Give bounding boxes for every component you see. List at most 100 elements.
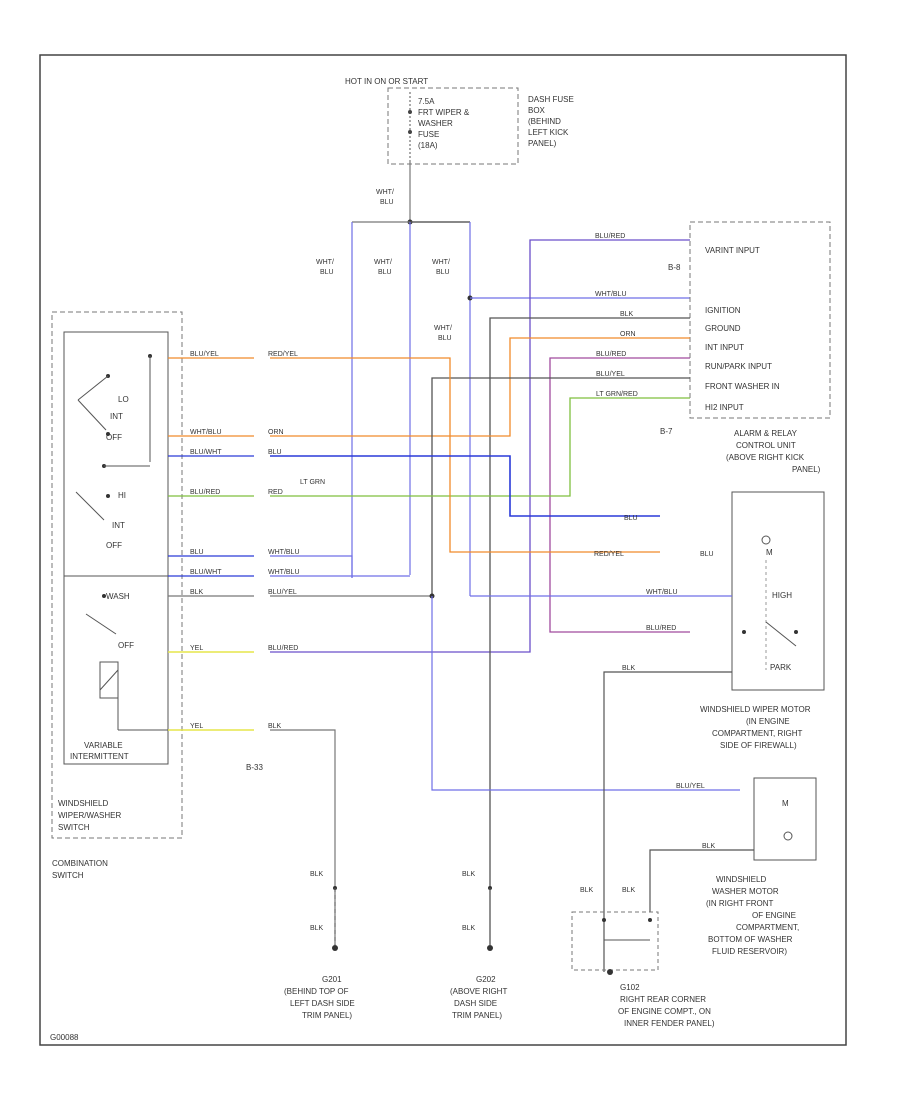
wire-label: BLU/RED [268,645,298,652]
ground-id: G102 [620,983,640,992]
switch-position: HI [118,491,126,500]
motor-caption: COMPARTMENT, RIGHT [712,729,802,738]
wire-label: BLU/YEL [596,371,625,378]
fuse-line: (18A) [418,141,438,150]
motor-switch-label: PARK [770,663,792,672]
wire-label: BLU/WHT [190,449,222,456]
wiper-motor: M HIGH PARK WINDSHIELD WIPER MOTOR (IN E… [700,491,825,750]
washer-caption: COMPARTMENT, [736,923,799,932]
wire-label: BLU [436,269,450,276]
box-line: (BEHIND [528,117,561,126]
wire-label: BLU [320,269,334,276]
wire-label: BLK [620,311,634,318]
wire-label: WHT/BLU [268,569,300,576]
switch-inner-label: INTERMITTENT [70,752,129,761]
wire-label: BLU/YEL [676,783,705,790]
switch-position: OFF [106,541,122,550]
wire-label: WHT/ [432,259,450,266]
washer-caption: OF ENGINE [752,911,796,920]
connector-label: B-33 [246,763,263,772]
wire-label: WHT/ [374,259,392,266]
motor-caption: (IN ENGINE [746,717,790,726]
switch-position: INT [112,521,125,530]
switch-position: WASH [106,592,130,601]
wire-label: WHT/BLU [595,291,627,298]
wire-label: BLU [378,269,392,276]
washer-motor: M WINDSHIELD WASHER MOTOR (IN RIGHT FRON… [706,777,817,956]
wire-label: BLK [622,665,636,672]
ground-caption: TRIM PANEL) [452,1011,502,1020]
box-line: BOX [528,106,546,115]
wire-label: ORN [620,331,636,338]
switch-position: INT [110,412,123,421]
wire-label: RED/YEL [268,351,298,358]
motor-caption: WINDSHIELD WIPER MOTOR [700,705,811,714]
wire-label: BLK [310,871,324,878]
wire-label: RED [268,489,283,496]
wire-label: BLU/RED [596,351,626,358]
connector-label: B-8 [668,263,681,272]
fuse-line: FUSE [418,130,439,139]
relay-caption: ALARM & RELAY [734,429,798,438]
combo-label: SWITCH [52,871,84,880]
washer-caption: BOTTOM OF WASHER [708,935,793,944]
box-line: LEFT KICK [528,128,569,137]
wire-label: BLK [190,589,204,596]
wire-label: BLK [310,925,324,932]
ground-caption: (ABOVE RIGHT [450,987,507,996]
alarm-relay-control-unit: VARINT INPUT IGNITION GROUND INT INPUT R… [660,221,831,474]
motor-caption: SIDE OF FIREWALL) [720,741,797,750]
wire-label: WHT/BLU [268,549,300,556]
ground-caption: OF ENGINE COMPT., ON [618,1007,711,1016]
wire-label: BLU/RED [190,489,220,496]
wire-label: BLU/YEL [268,589,297,596]
wire-label: LT GRN [300,479,325,486]
switch-position: OFF [118,641,134,650]
switch-inner-label: VARIABLE [84,741,123,750]
ground-g102: BLK BLK G102 RIGHT REAR CORNER OF ENGINE… [571,887,715,1028]
ground-id: G202 [476,975,496,984]
ground-g201: BLK BLK G201 (BEHIND TOP OF LEFT DASH SI… [284,871,355,1020]
wire-label: BLU [624,515,638,522]
ground-caption: INNER FENDER PANEL) [624,1019,715,1028]
washer-caption: (IN RIGHT FRONT [706,899,774,908]
ground-caption: RIGHT REAR CORNER [620,995,706,1004]
relay-pin: INT INPUT [705,343,744,352]
diagram-border [39,54,847,1046]
relay-caption: (ABOVE RIGHT KICK [726,453,805,462]
box-line: DASH FUSE [528,95,574,104]
wire-label: BLK [268,723,282,730]
ground-id: G201 [322,975,342,984]
ground-caption: (BEHIND TOP OF [284,987,349,996]
wire-label: BLU [380,199,394,206]
ground-caption: DASH SIDE [454,999,497,1008]
power-header: HOT IN ON OR START [345,77,428,86]
motor-term: HIGH [772,591,792,600]
footer-code: G00088 [50,1033,79,1042]
relay-pin: IGNITION [705,306,741,315]
wire-label: BLK [702,843,716,850]
wire-label: BLU [700,551,714,558]
switch-outer-label: WIPER/WASHER [58,811,121,820]
switch-position: LO [118,395,129,404]
ground-caption: LEFT DASH SIDE [290,999,355,1008]
relay-pin: RUN/PARK INPUT [705,362,772,371]
ground-g202: BLK BLK G202 (ABOVE RIGHT DASH SIDE TRIM… [450,871,507,1020]
washer-caption: FLUID RESERVOIR) [712,947,787,956]
wire-label: YEL [190,723,203,730]
wire-label: BLK [622,887,636,894]
wire-label: LT GRN/RED [596,391,638,398]
wire-label: YEL [190,645,203,652]
wire-label: BLK [462,925,476,932]
fuse-line: FRT WIPER & [418,108,470,117]
wire-label: WHT/BLU [190,429,222,436]
combination-switch: LO INT OFF HI INT OFF WASH OFF VARIABLE … [51,311,263,880]
fuse-line: 7.5A [418,97,435,106]
wire-label: WHT/ [316,259,334,266]
wire-label: BLU/WHT [190,569,222,576]
fuse-box: HOT IN ON OR START 7.5A FRT WIPER & WASH… [345,77,574,165]
motor-symbol-icon: M [766,548,773,557]
ground-caption: TRIM PANEL) [302,1011,352,1020]
switch-outer-label: WINDSHIELD [58,799,108,808]
